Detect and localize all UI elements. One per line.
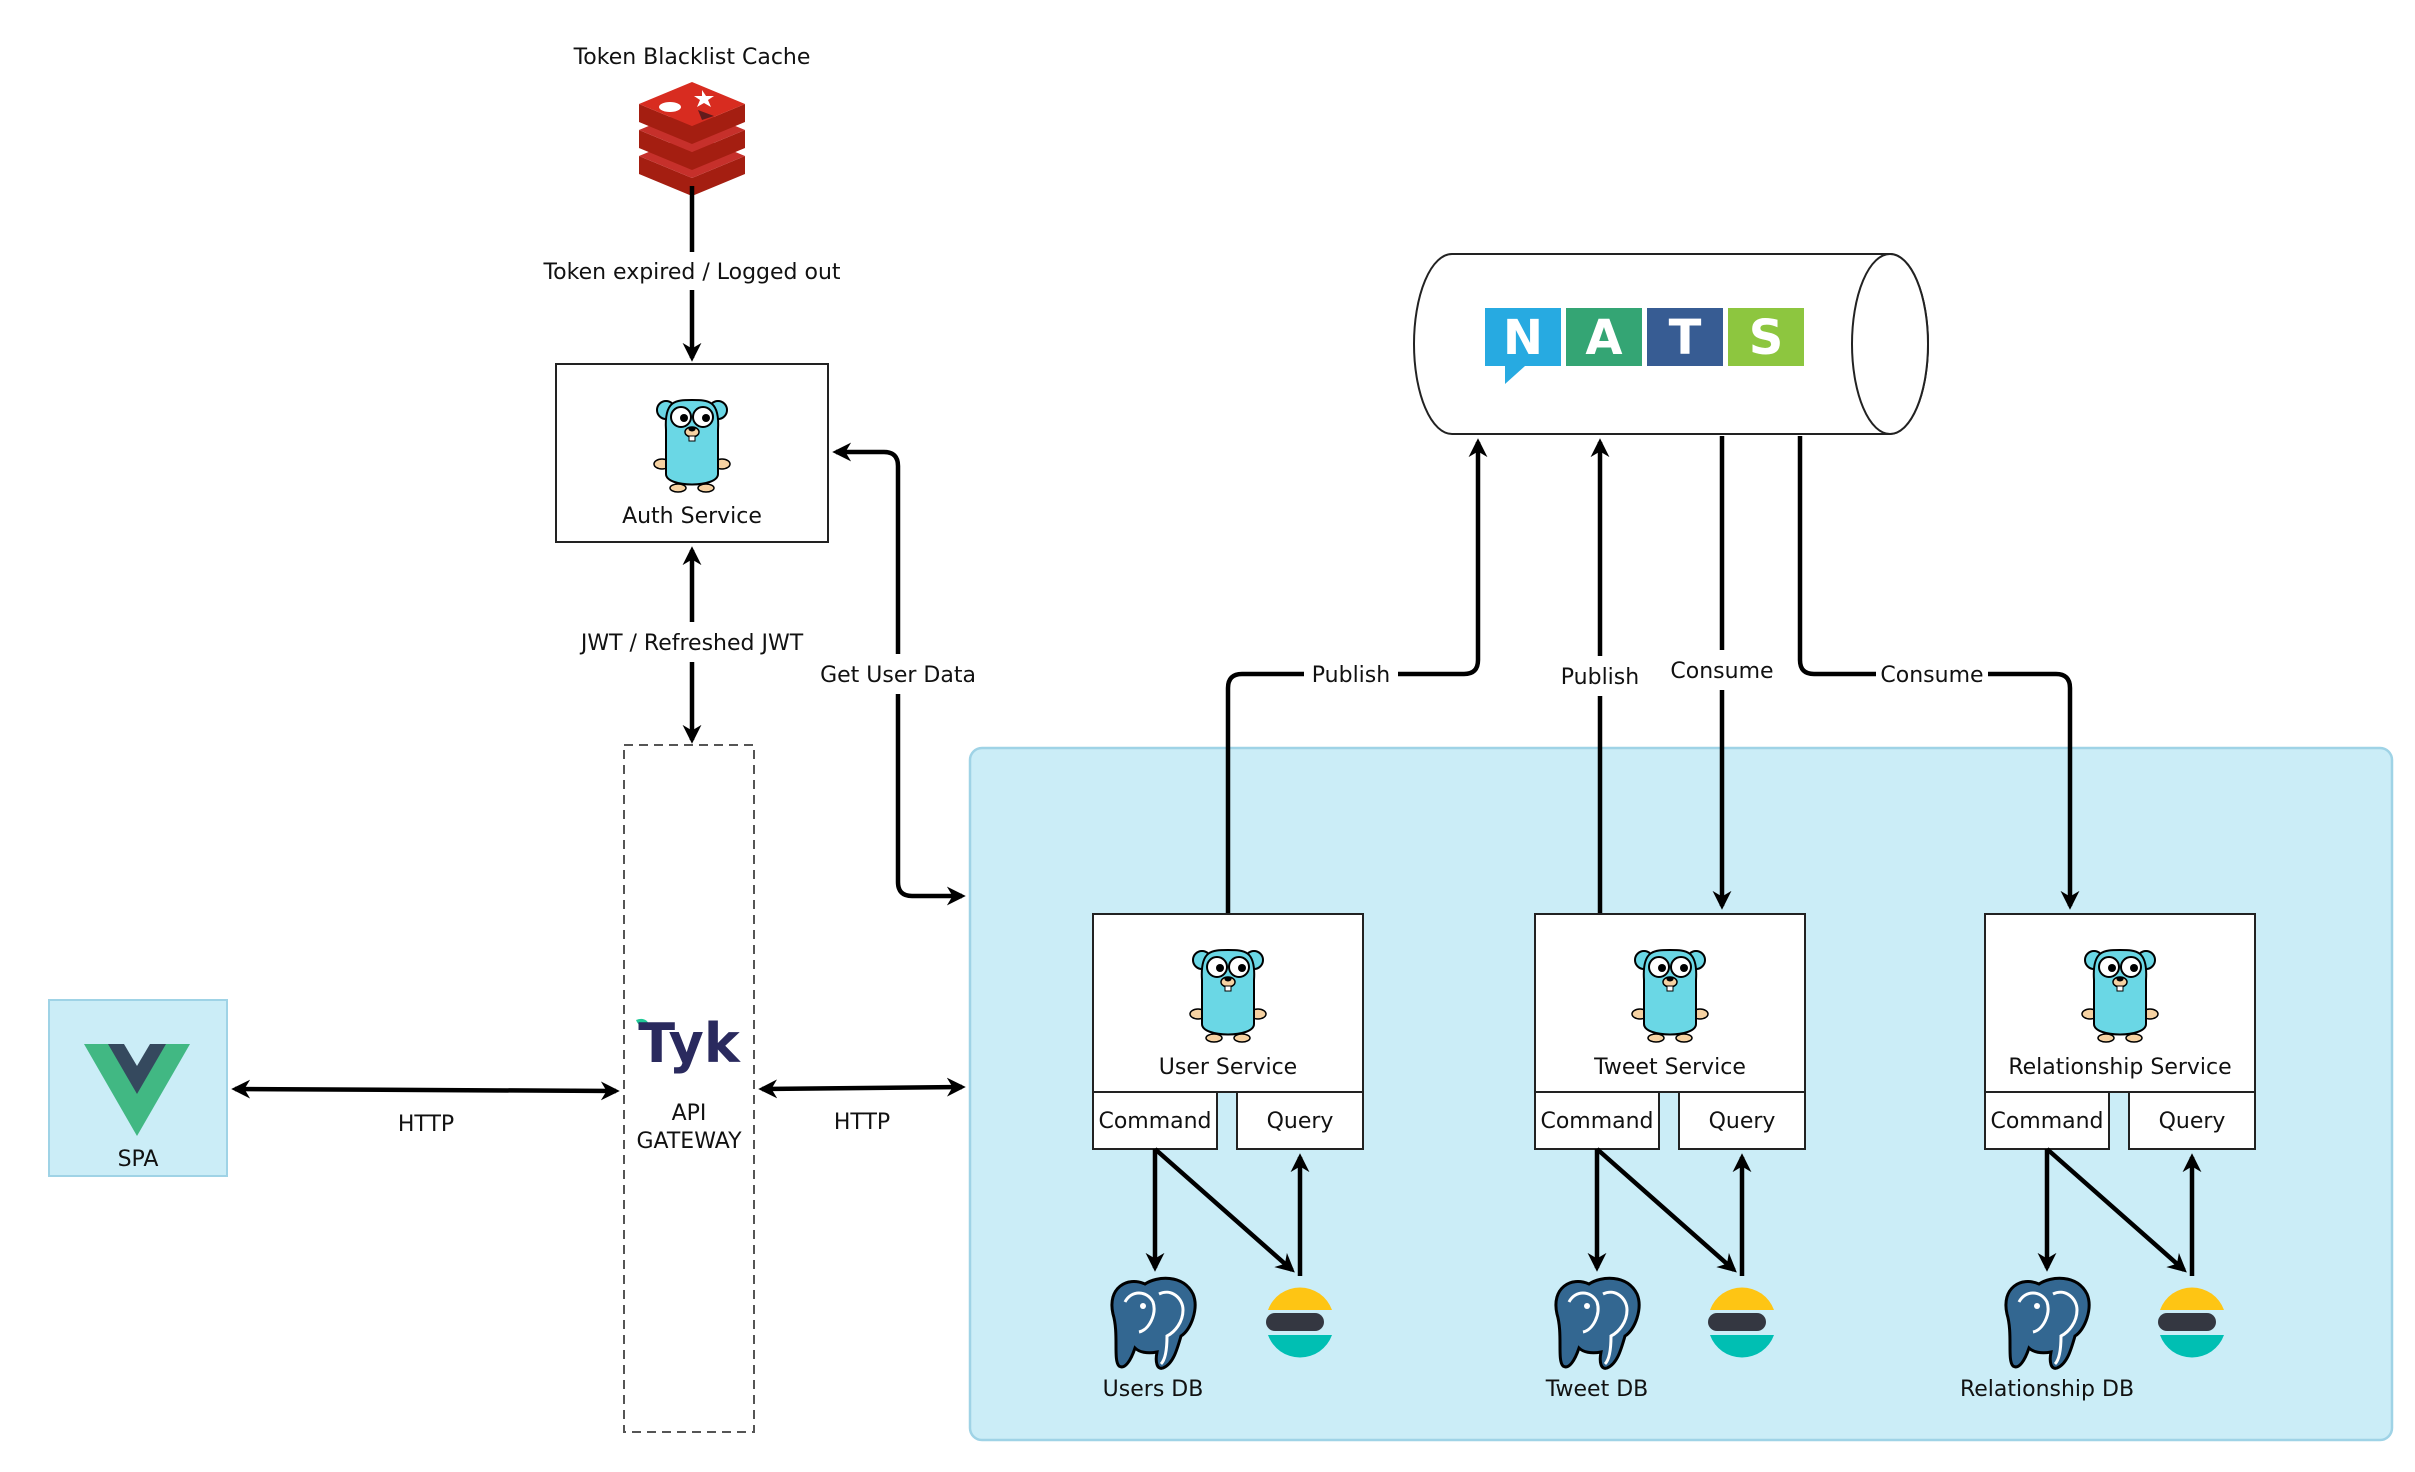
- relationship-db-label: Relationship DB: [1960, 1377, 2134, 1402]
- user-command-to-search-arrow: [1153, 1147, 1295, 1273]
- relationship-query-label: Query: [2159, 1109, 2226, 1134]
- elasticsearch-icon: [1708, 1287, 1774, 1358]
- tweet-query-label: Query: [1709, 1109, 1776, 1134]
- relationship-command-to-search-arrow: [2045, 1147, 2187, 1273]
- gateway-label-line1: API: [672, 1101, 707, 1126]
- edge-label-http-right: HTTP: [834, 1110, 890, 1135]
- elasticsearch-icon: [1266, 1287, 1332, 1358]
- nats-letter-a: A: [1585, 310, 1622, 366]
- nats-letter-t: T: [1669, 310, 1702, 366]
- edge-label-publish-user: Publish: [1312, 663, 1390, 688]
- users-db-label: Users DB: [1103, 1377, 1204, 1402]
- spa-gateway-arrow: [231, 1079, 620, 1101]
- tyk-logo: Tyk: [636, 1012, 741, 1075]
- relationship-service: Relationship Service Command Query Relat…: [1960, 913, 2256, 1402]
- api-gateway-box[interactable]: [623, 744, 755, 1433]
- nats-letter-n: N: [1503, 310, 1543, 366]
- tweet-service-label: Tweet Service: [1593, 1055, 1746, 1080]
- relationship-command-label: Command: [1990, 1109, 2103, 1134]
- nats-logo: N A T S: [1485, 308, 1804, 384]
- edge-label-publish-tweet: Publish: [1561, 665, 1639, 690]
- gateway-cluster-arrow: [758, 1077, 966, 1099]
- vue-icon: [84, 1044, 190, 1136]
- edge-label-token-expired: Token expired / Logged out: [542, 260, 840, 285]
- elasticsearch-icon: [2158, 1287, 2224, 1358]
- relationship-query-box[interactable]: [2128, 1091, 2256, 1150]
- relationship-service-label: Relationship Service: [2008, 1055, 2231, 1080]
- edge-label-consume-relationship: Consume: [1880, 663, 1983, 688]
- tweet-command-box[interactable]: [1534, 1091, 1660, 1150]
- tweet-db-label: Tweet DB: [1545, 1377, 1649, 1402]
- relationship-command-box[interactable]: [1984, 1091, 2110, 1150]
- redis-icon: [639, 82, 745, 196]
- user-query-box[interactable]: [1236, 1091, 1364, 1150]
- tweet-service: Tweet Service Command Query Tweet DB: [1534, 913, 1806, 1402]
- auth-service-label: Auth Service: [622, 504, 762, 529]
- edge-label-consume-tweet: Consume: [1670, 659, 1773, 684]
- tweet-command-label: Command: [1540, 1109, 1653, 1134]
- spa-label: SPA: [118, 1147, 159, 1172]
- edge-label-get-user-data: Get User Data: [820, 663, 976, 688]
- tyk-logo-text: Tyk: [638, 1012, 741, 1075]
- user-query-label: Query: [1267, 1109, 1334, 1134]
- nats-letter-s: S: [1749, 310, 1784, 366]
- user-command-box[interactable]: [1092, 1091, 1218, 1150]
- edge-label-jwt: JWT / Refreshed JWT: [579, 631, 804, 656]
- user-service: User Service Command Query Users DB: [1092, 913, 1364, 1402]
- gateway-label-line2: GATEWAY: [636, 1129, 742, 1154]
- nats-broker: N A T S: [1413, 253, 1929, 435]
- tweet-query-box[interactable]: [1678, 1091, 1806, 1150]
- cache-title: Token Blacklist Cache: [573, 45, 811, 70]
- user-service-label: User Service: [1159, 1055, 1297, 1080]
- user-command-label: Command: [1098, 1109, 1211, 1134]
- edge-label-http-left: HTTP: [398, 1112, 454, 1137]
- tweet-command-to-search-arrow: [1595, 1147, 1737, 1273]
